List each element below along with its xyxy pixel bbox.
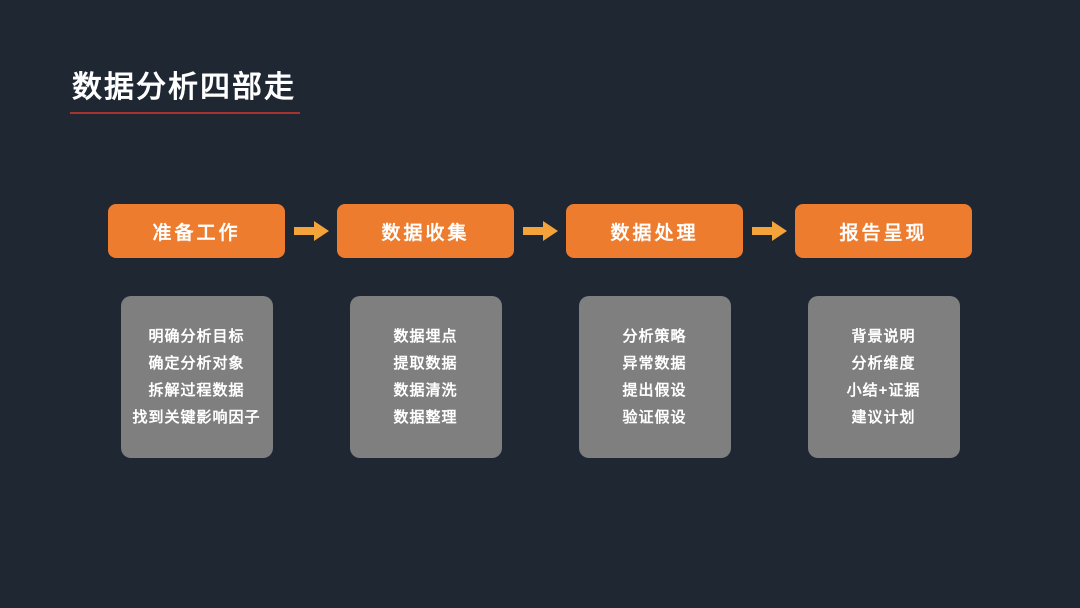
arrow-head xyxy=(771,221,787,241)
step-detail-card-3: 分析策略 异常数据 提出假设 验证假设 xyxy=(578,296,731,458)
title-underline xyxy=(70,112,300,114)
card-item: 找到关键影响因子 xyxy=(132,409,261,426)
card-item: 数据清洗 xyxy=(393,382,458,399)
card-item: 明确分析目标 xyxy=(148,328,245,345)
arrow-right-icon xyxy=(285,204,337,258)
step-column-2: 数据收集 数据埋点 提取数据 数据清洗 数据整理 xyxy=(337,204,514,458)
step-header-4: 报告呈现 xyxy=(795,204,972,258)
card-item: 数据整理 xyxy=(393,409,458,426)
step-column-1: 准备工作 明确分析目标 确定分析对象 拆解过程数据 找到关键影响因子 xyxy=(108,204,285,458)
card-item: 异常数据 xyxy=(622,355,687,372)
card-item: 数据埋点 xyxy=(393,328,458,345)
card-item: 背景说明 xyxy=(851,328,916,345)
arrow-head xyxy=(313,221,329,241)
step-header-3: 数据处理 xyxy=(566,204,743,258)
card-item: 提取数据 xyxy=(393,355,458,372)
card-item: 拆解过程数据 xyxy=(148,382,245,399)
card-item: 分析维度 xyxy=(851,355,916,372)
arrow-right-icon xyxy=(743,204,795,258)
page-title: 数据分析四部走 xyxy=(72,71,296,104)
arrow-shaft xyxy=(293,227,314,235)
step-header-1: 准备工作 xyxy=(108,204,285,258)
step-detail-card-2: 数据埋点 提取数据 数据清洗 数据整理 xyxy=(349,296,502,458)
step-header-2: 数据收集 xyxy=(337,204,514,258)
card-item: 小结+证据 xyxy=(846,382,921,399)
card-item: 验证假设 xyxy=(622,409,687,426)
card-item: 分析策略 xyxy=(622,328,687,345)
step-detail-card-4: 背景说明 分析维度 小结+证据 建议计划 xyxy=(807,296,960,458)
arrow-shaft xyxy=(522,227,543,235)
step-detail-card-1: 明确分析目标 确定分析对象 拆解过程数据 找到关键影响因子 xyxy=(120,296,273,458)
arrow-head xyxy=(542,221,558,241)
arrow-right-icon xyxy=(514,204,566,258)
flow-diagram: 准备工作 明确分析目标 确定分析对象 拆解过程数据 找到关键影响因子 数据收集 … xyxy=(108,204,972,458)
step-column-3: 数据处理 分析策略 异常数据 提出假设 验证假设 xyxy=(566,204,743,458)
card-item: 确定分析对象 xyxy=(148,355,245,372)
card-item: 提出假设 xyxy=(622,382,687,399)
step-column-4: 报告呈现 背景说明 分析维度 小结+证据 建议计划 xyxy=(795,204,972,458)
arrow-shaft xyxy=(751,227,772,235)
card-item: 建议计划 xyxy=(851,409,916,426)
